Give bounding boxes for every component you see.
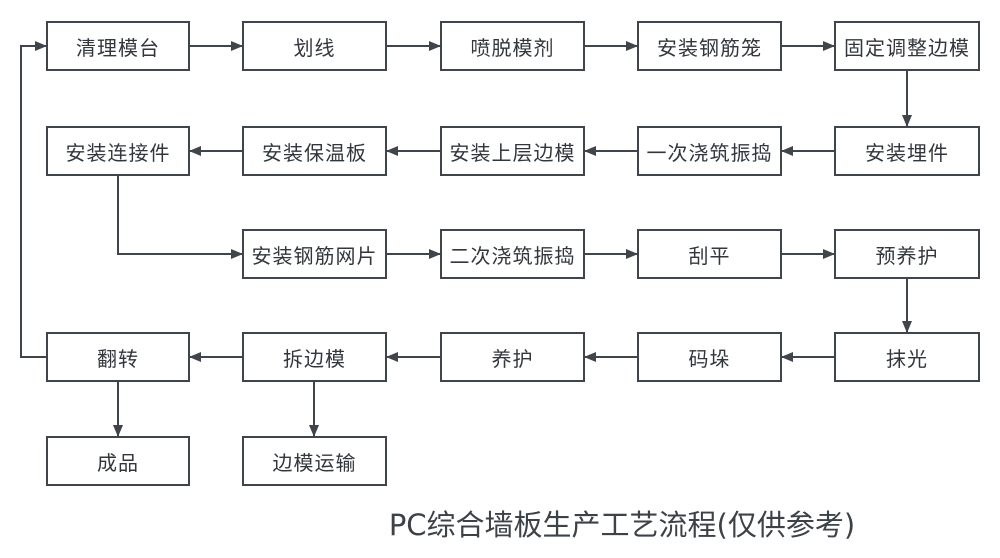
- node-finished-product: 成品: [46, 436, 190, 486]
- node-install-rebar-cage: 安装钢筋笼: [637, 21, 782, 71]
- node-install-upper-side-mold: 安装上层边模: [440, 126, 585, 176]
- connector-install-connectors-to-install-rebar-mesh: [117, 176, 243, 259]
- node-second-pour-vibrate: 二次浇筑振捣: [440, 229, 585, 279]
- node-fix-adjust-side-mold: 固定调整边模: [834, 21, 980, 71]
- node-clean-mold-table: 清理模台: [46, 21, 190, 71]
- node-curing: 养护: [440, 332, 585, 382]
- node-stacking: 码垛: [637, 332, 782, 382]
- node-flip: 翻转: [46, 332, 190, 382]
- node-first-pour-vibrate: 一次浇筑振捣: [637, 126, 782, 176]
- node-side-mold-transport: 边模运输: [242, 436, 387, 486]
- node-install-embedded-parts: 安装埋件: [834, 126, 980, 176]
- node-install-rebar-mesh: 安装钢筋网片: [242, 229, 387, 279]
- node-screed: 刮平: [637, 229, 782, 279]
- node-remove-side-mold: 拆边模: [242, 332, 387, 382]
- node-spray-release-agent: 喷脱模剂: [440, 21, 585, 71]
- connector-flip-to-clean-mold-table: [20, 41, 47, 358]
- node-install-insulation-board: 安装保温板: [242, 126, 387, 176]
- node-smoothing: 抹光: [834, 332, 980, 382]
- node-install-connectors: 安装连接件: [46, 126, 190, 176]
- node-pre-curing: 预养护: [834, 229, 980, 279]
- flow-title: PC综合墙板生产工艺流程(仅供参考): [388, 508, 856, 542]
- node-marking: 划线: [242, 21, 387, 71]
